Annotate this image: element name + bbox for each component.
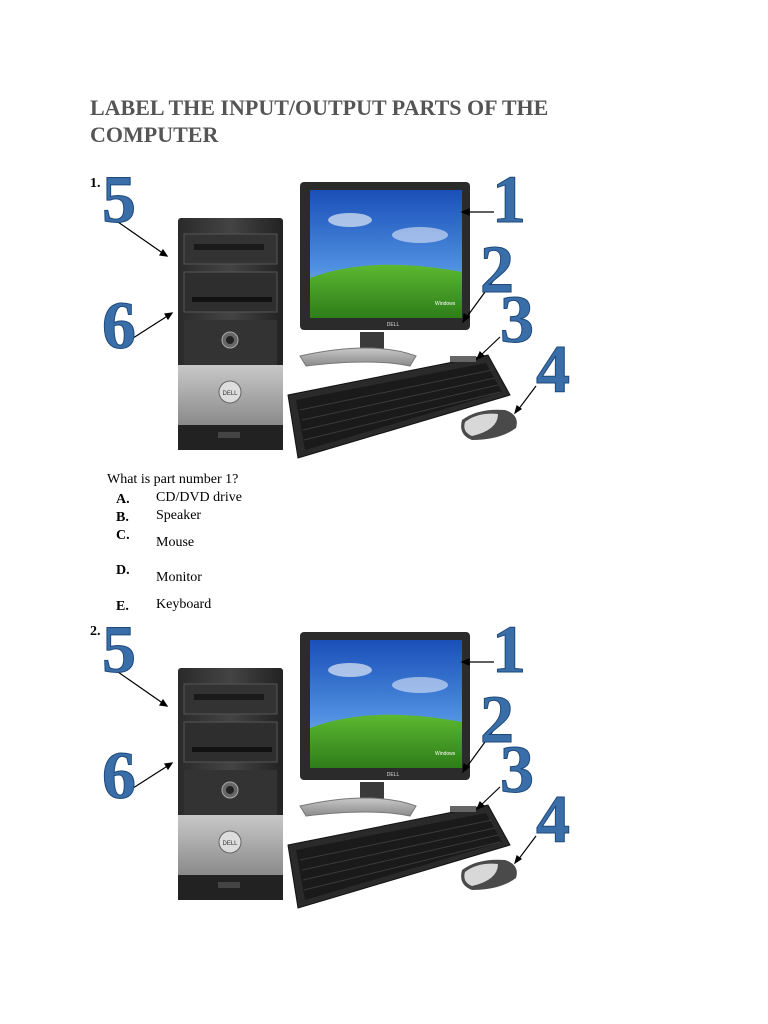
svg-text:Windows: Windows <box>435 751 456 757</box>
option-letter: D. <box>116 563 130 578</box>
question-number: 1. <box>90 176 101 191</box>
figure-label-1: 1 <box>492 161 526 237</box>
question-number: 2. <box>90 624 101 639</box>
monitor: Windows DELL <box>299 182 470 367</box>
option-text: Keyboard <box>156 597 212 612</box>
computer-diagram: DELL Windows DELL <box>100 610 580 910</box>
svg-text:Windows: Windows <box>435 301 456 307</box>
keyboard <box>287 354 511 459</box>
option-text: Speaker <box>156 508 202 523</box>
monitor: Windows DELL <box>299 632 470 817</box>
figure-label-5: 5 <box>102 161 136 237</box>
tower-case: DELL <box>178 668 283 900</box>
option-text: Monitor <box>156 570 202 585</box>
monitor-brand-logo: DELL <box>387 772 400 778</box>
tower-brand-logo: DELL <box>222 841 238 847</box>
figure-label-6: 6 <box>102 287 136 363</box>
figure-label-5: 5 <box>102 611 136 687</box>
option-text: Mouse <box>156 535 195 550</box>
figure-label-4: 4 <box>536 781 570 857</box>
page-title: LABEL THE INPUT/OUTPUT PARTS OF THE COMP… <box>90 95 549 147</box>
figure-label-2: 2 <box>480 231 514 307</box>
mouse <box>461 409 517 440</box>
figure-label-2: 2 <box>480 681 514 757</box>
option-letter: B. <box>116 510 129 525</box>
keyboard <box>287 804 511 909</box>
tower-brand-logo: DELL <box>222 391 238 397</box>
option-letter: A. <box>116 492 130 507</box>
monitor-brand-logo: DELL <box>387 322 400 328</box>
question-prompt: What is part number 1? <box>107 472 239 487</box>
option-text: CD/DVD drive <box>156 490 242 505</box>
figure-label-3: 3 <box>500 731 534 807</box>
mouse <box>461 859 517 890</box>
computer-diagram: DELL Windows DELL <box>100 160 580 460</box>
figure-label-1: 1 <box>492 611 526 687</box>
figure-label-3: 3 <box>500 281 534 357</box>
figure-label-6: 6 <box>102 737 136 813</box>
option-letter: C. <box>116 528 130 543</box>
option-letter: E. <box>116 599 129 614</box>
tower-case: DELL <box>178 218 283 450</box>
figure-label-4: 4 <box>536 331 570 407</box>
